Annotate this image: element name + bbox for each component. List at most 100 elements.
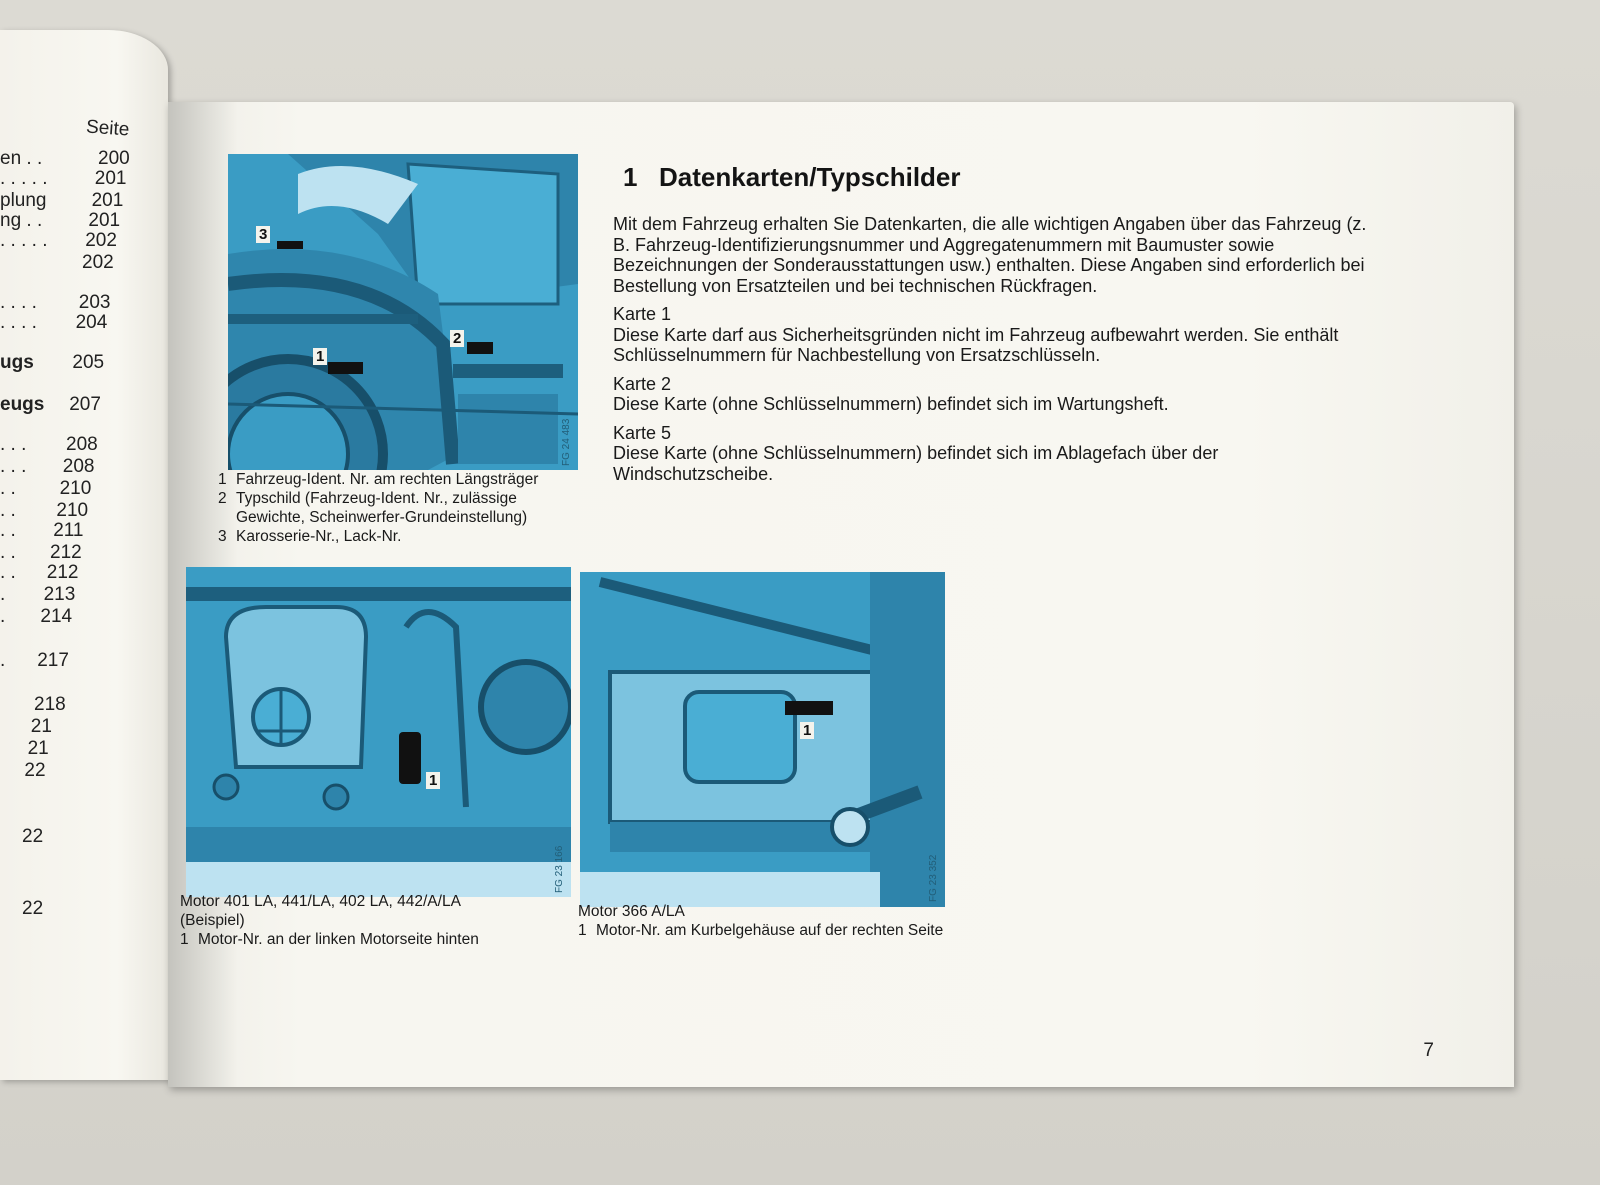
toc-entry-fragment: . .: [0, 520, 16, 541]
toc-page-number: 202: [82, 252, 114, 273]
toc-page-number: 202: [85, 230, 117, 251]
toc-row: 21: [0, 738, 168, 760]
engine-366-drawing: [580, 572, 945, 907]
toc-page-number: 22: [24, 760, 46, 781]
toc-page-number: 217: [37, 650, 69, 671]
toc-page-number: 203: [78, 292, 111, 313]
toc-page-number: 212: [50, 542, 82, 563]
toc-entry-fragment: . . . . .: [0, 230, 48, 251]
toc-page-number: 207: [69, 394, 101, 415]
toc-page-number: 211: [53, 520, 84, 541]
marker-label-2: 2: [450, 330, 465, 347]
toc-page-number: 208: [66, 434, 98, 455]
figure-code: FG 23 352: [928, 854, 939, 902]
toc-row: 21: [0, 716, 168, 738]
toc-entry-fragment: . . .: [0, 456, 27, 477]
toc-row: . .210: [0, 478, 168, 500]
toc-row: ugs 205: [0, 352, 168, 374]
figure2-captions: Motor 401 LA, 441/LA, 402 LA, 442/A/LA (…: [180, 892, 580, 949]
toc-row: . . . . . 202: [0, 230, 168, 252]
toc-page-number: 201: [88, 210, 121, 231]
page-number: 7: [1423, 1040, 1434, 1061]
toc-row: 202: [0, 252, 168, 274]
figure-truck-side-illustration: 3 2 1 FG 24 483: [228, 154, 578, 470]
toc-entry-fragment: plung: [0, 190, 47, 211]
toc-row: . . 212: [0, 542, 168, 564]
toc-entry-fragment: eugs: [0, 394, 45, 415]
karte2-text: Diese Karte (ohne Schlüsselnummern) befi…: [613, 394, 1169, 414]
toc-entry-fragment: . . . . .: [0, 168, 48, 189]
figure-code: FG 24 483: [561, 418, 572, 466]
toc-page-number: 21: [27, 738, 49, 759]
figure-engine-401-illustration: 1 FG 23 166: [186, 567, 571, 897]
karte1-text: Diese Karte darf aus Sicherheitsgründen …: [613, 324, 1339, 366]
toc-page-number: 200: [98, 148, 130, 169]
toc-page-number: 201: [94, 168, 127, 189]
toc-row: . .212: [0, 562, 168, 584]
marker-2: [467, 342, 493, 354]
truck-side-drawing: [228, 154, 578, 470]
toc-row: . . . . 204: [0, 312, 168, 334]
toc-page-number: 201: [91, 190, 124, 211]
toc-row: . 213: [0, 584, 168, 606]
toc-row: . . . 208: [0, 456, 168, 478]
toc-page-number: 21: [30, 716, 52, 737]
toc-entry-fragment: . . . .: [0, 312, 37, 333]
toc-entry-fragment: . . .: [0, 434, 27, 455]
toc-row: . . . . . 201: [0, 168, 168, 190]
toc-entry-fragment: . .: [0, 562, 16, 583]
toc-page-number: 210: [59, 478, 92, 499]
toc-row: . 217: [0, 650, 168, 672]
marker-1: [328, 362, 363, 374]
toc-page-number: 204: [75, 312, 108, 333]
toc-page-number: 208: [62, 456, 95, 477]
section-body: Mit dem Fahrzeug erhalten Sie Datenkarte…: [613, 214, 1373, 492]
toc-page-number: 210: [56, 500, 89, 521]
toc-row: 218: [0, 694, 168, 716]
toc-row: . . . 208: [0, 434, 168, 456]
toc-page-number: 22: [22, 826, 44, 847]
karte2-title: Karte 2: [613, 373, 672, 394]
toc-entry-fragment: ugs: [0, 352, 34, 373]
toc-row: 22: [0, 760, 168, 782]
toc-page-number: 22: [22, 898, 44, 919]
toc-page-number: 214: [40, 606, 73, 627]
toc-row: . 214: [0, 606, 168, 628]
toc-entry-fragment: . .: [0, 542, 16, 563]
engine-drawing: [186, 567, 571, 897]
toc-entry-fragment: . .: [0, 500, 16, 521]
intro-paragraph: Mit dem Fahrzeug erhalten Sie Datenkarte…: [613, 214, 1367, 296]
toc-page-number: 213: [43, 584, 76, 605]
section-number: 1: [623, 162, 638, 192]
figure-engine-366-illustration: 1 FG 23 352: [580, 572, 945, 907]
toc-entry-fragment: .: [0, 606, 6, 627]
toc-entry-fragment: .: [0, 650, 6, 671]
toc-row: eugs 207: [0, 394, 168, 416]
marker-label-1: 1: [426, 772, 441, 789]
toc-page-number: 205: [72, 352, 105, 373]
karte5-title: Karte 5: [613, 422, 672, 443]
toc-entry-fragment: . . . .: [0, 292, 37, 313]
karte1-title: Karte 1: [613, 304, 672, 324]
marker-1: [785, 701, 833, 715]
toc-row: ng . . 201: [0, 210, 168, 232]
toc-entry-fragment: ng . .: [0, 210, 43, 231]
toc-entry-fragment: en . .: [0, 148, 43, 169]
toc-row: plung 201: [0, 190, 168, 212]
toc-row: . . . . 203: [0, 292, 168, 314]
marker-1: [399, 732, 421, 784]
figure3-title: Motor 366 A/LA: [578, 903, 685, 920]
toc-header: Seite: [85, 116, 131, 141]
toc-row: . . 210: [0, 500, 168, 522]
toc-entry-fragment: .: [0, 584, 6, 605]
marker-3: [277, 241, 303, 249]
figure2-title: Motor 401 LA, 441/LA, 402 LA, 442/A/LA: [180, 893, 461, 910]
